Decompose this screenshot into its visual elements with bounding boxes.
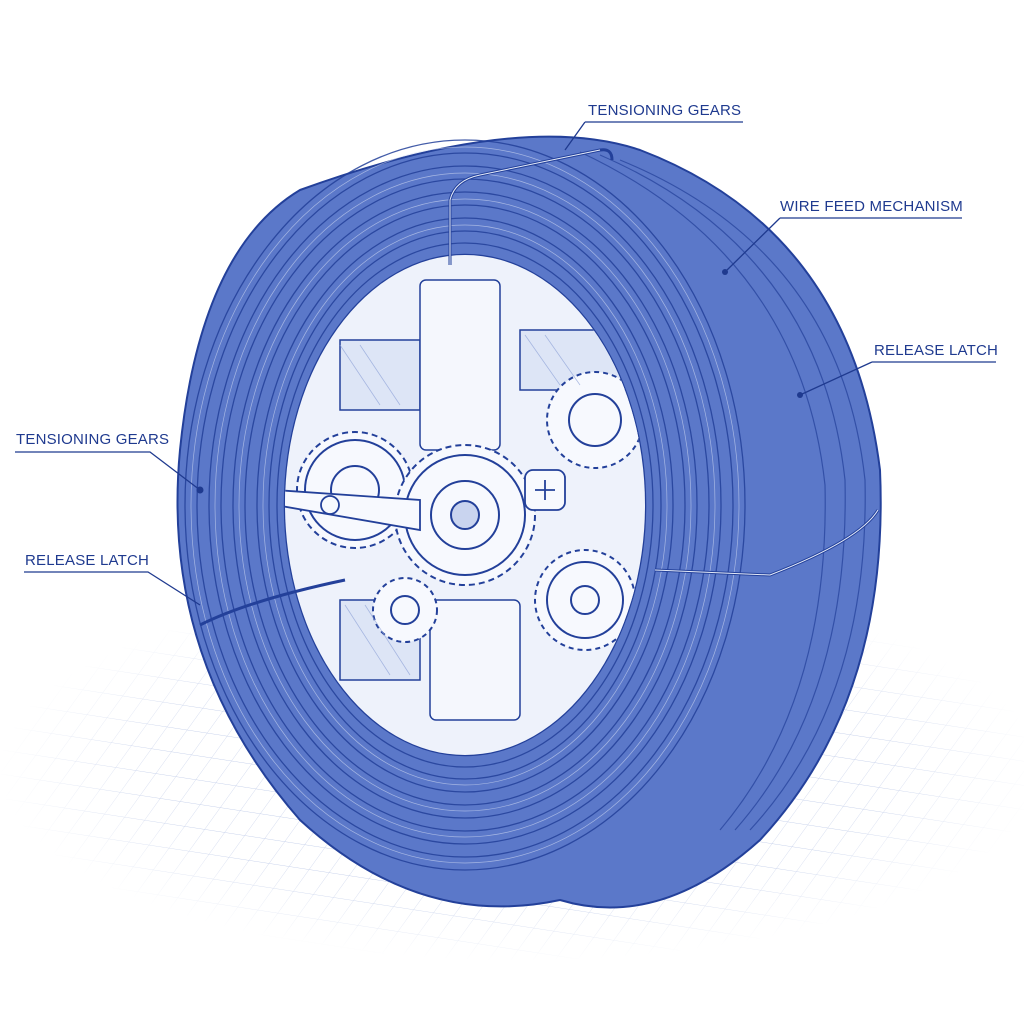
callout-leaders: [15, 121, 996, 606]
callout-wire-feed-mechanism: WIRE FEED MECHANISM: [780, 198, 963, 215]
callout-tensioning-gears-top: TENSIONING GEARS: [588, 102, 742, 119]
callout-release-latch-right: RELEASE LATCH: [874, 342, 999, 359]
callout-release-latch-left: RELEASE LATCH: [25, 552, 150, 569]
callout-tensioning-gears-left: TENSIONING GEARS: [16, 431, 170, 448]
